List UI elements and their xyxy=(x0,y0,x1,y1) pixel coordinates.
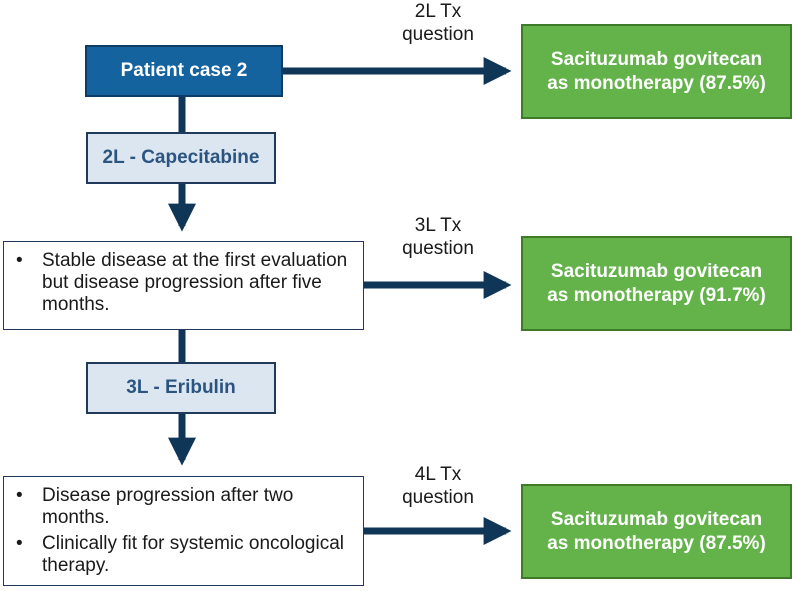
result-box-2l: Sacituzumab govitecan as monotherapy (87… xyxy=(521,24,792,119)
result-4l-line1: Sacituzumab govitecan xyxy=(550,508,763,530)
detail-text: Disease progression after two months. xyxy=(42,485,294,528)
second-line-label: 2L - Capecitabine xyxy=(102,147,260,168)
question-4l: 4L Tx question xyxy=(378,463,498,509)
question-2l-line2: question xyxy=(402,24,474,45)
detail-bullet: • Clinically fit for systemic oncologica… xyxy=(16,533,353,577)
detail-text: Clinically fit for systemic oncological … xyxy=(42,533,344,576)
question-2l-line1: 2L Tx xyxy=(414,1,462,22)
question-4l-line1: 4L Tx xyxy=(414,464,462,485)
bullet-glyph: • xyxy=(16,533,23,554)
third-line-label: 3L - Eribulin xyxy=(126,377,236,398)
question-3l: 3L Tx question xyxy=(378,214,498,260)
question-3l-line1: 3L Tx xyxy=(414,215,462,236)
bullet-glyph: • xyxy=(16,485,23,506)
detail-bullet: • Disease progression after two months. xyxy=(16,485,353,529)
patient-case-box: Patient case 2 xyxy=(85,45,283,97)
detail-list-after-2l: • Stable disease at the first evaluation… xyxy=(16,250,353,316)
third-line-box: 3L - Eribulin xyxy=(86,362,276,414)
detail-list-after-3l: • Disease progression after two months. … xyxy=(16,485,353,577)
result-3l-line2: as monotherapy (91.7%) xyxy=(547,284,766,306)
detail-bullet: • Stable disease at the first evaluation… xyxy=(16,250,353,316)
result-2l-line1: Sacituzumab govitecan xyxy=(550,48,763,70)
question-4l-line2: question xyxy=(402,487,474,508)
second-line-box: 2L - Capecitabine xyxy=(86,132,276,184)
bullet-glyph: • xyxy=(16,250,23,271)
question-2l: 2L Tx question xyxy=(378,0,498,46)
detail-box-after-2l: • Stable disease at the first evaluation… xyxy=(3,241,364,330)
result-2l-line2: as monotherapy (87.5%) xyxy=(547,72,766,94)
result-3l-line1: Sacituzumab govitecan xyxy=(550,260,763,282)
result-box-3l: Sacituzumab govitecan as monotherapy (91… xyxy=(521,236,792,331)
result-box-4l: Sacituzumab govitecan as monotherapy (87… xyxy=(521,484,792,579)
result-4l-line2: as monotherapy (87.5%) xyxy=(547,532,766,554)
detail-text: Stable disease at the first evaluation b… xyxy=(42,250,348,315)
patient-case-label: Patient case 2 xyxy=(120,60,248,81)
question-3l-line2: question xyxy=(402,238,474,259)
detail-box-after-3l: • Disease progression after two months. … xyxy=(3,476,364,586)
